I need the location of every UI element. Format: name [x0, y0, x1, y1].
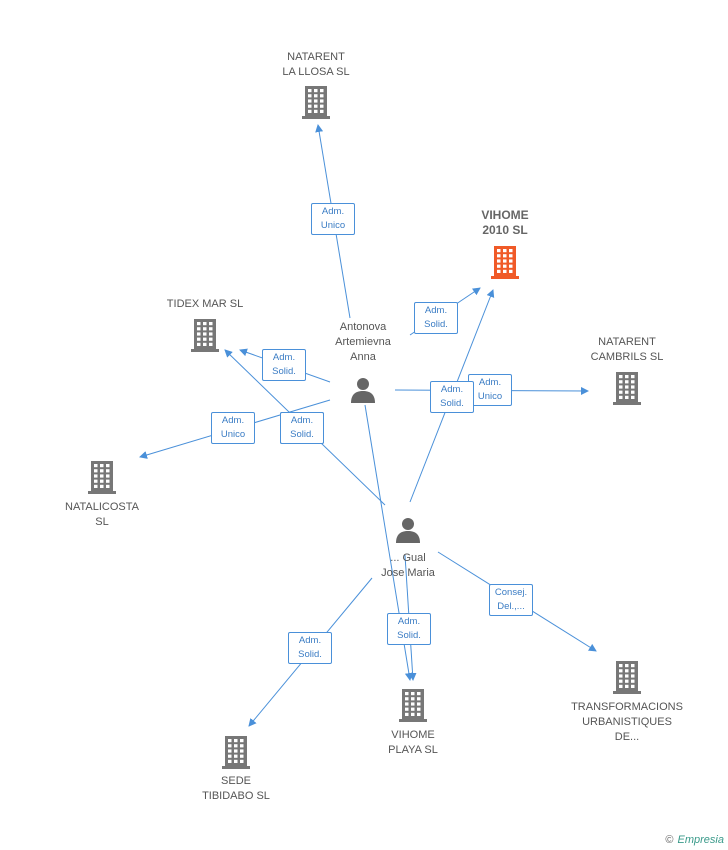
edge-label-line: Adm. — [221, 415, 245, 426]
node-label-line: SEDE — [221, 775, 251, 787]
node-label-natarent_llosa[interactable]: NATARENT LA LLOSA SL — [236, 50, 396, 80]
edge-label-line: Unico — [477, 391, 503, 402]
edge-label[interactable]: Adm. Unico — [311, 203, 355, 235]
edge-label-line: Solid. — [424, 319, 448, 330]
edge-label[interactable]: Adm. Unico — [468, 374, 512, 406]
watermark[interactable]: ©Empresia — [665, 834, 724, 846]
edge-label-line: Solid. — [272, 366, 296, 377]
node-label-line: TIDEX MAR SL — [166, 298, 244, 310]
person-icon — [351, 378, 375, 403]
node-label-line: LA LLOSA SL — [282, 66, 350, 78]
node-label-sede[interactable]: SEDE TIBIDABO SL — [156, 774, 316, 804]
node-label-line: VIHOME — [391, 729, 435, 741]
node-label-line: TIBIDABO SL — [202, 790, 270, 802]
edge-label-line: Adm. — [321, 206, 345, 217]
main-company-building-icon — [491, 246, 519, 279]
building-icon — [191, 319, 219, 352]
node-label-line: Artemievna — [335, 336, 391, 348]
node-label-line: DE... — [614, 731, 640, 743]
edge-label-line: Adm. — [298, 635, 322, 646]
node-label-line: Jose Maria — [381, 567, 435, 579]
node-natalicosta[interactable] — [88, 459, 116, 500]
node-label-line: CAMBRILS SL — [590, 351, 664, 363]
edge-label-line: Solid. — [290, 429, 314, 440]
node-label-line: TRANSFORMACIONS — [571, 701, 683, 713]
edge-label[interactable]: Adm. Solid. — [414, 302, 458, 334]
node-label-tidex[interactable]: TIDEX MAR SL — [125, 297, 285, 312]
node-transformacions[interactable] — [613, 659, 641, 700]
node-label-line: URBANISTIQUES — [582, 716, 672, 728]
edge-label[interactable]: Adm. Solid. — [262, 349, 306, 381]
edge-label[interactable]: Adm. Solid. — [288, 632, 332, 664]
node-label-transformacions[interactable]: TRANSFORMACIONS URBANISTIQUES DE... — [547, 700, 707, 745]
node-label-natarent_cambrils[interactable]: NATARENT CAMBRILS SL — [547, 335, 707, 365]
edge-label[interactable]: Consej. Del.,... — [489, 584, 533, 616]
node-natarent_cambrils[interactable] — [613, 370, 641, 411]
node-label-natalicosta[interactable]: NATALICOSTA SL — [22, 500, 182, 530]
brand-name: Empresia — [677, 834, 724, 846]
building-icon — [302, 86, 330, 119]
node-vihome_playa[interactable] — [399, 687, 427, 728]
node-label-line: ... Gual — [390, 552, 426, 564]
node-label-line: NATARENT — [598, 336, 656, 348]
node-antonova[interactable] — [349, 376, 377, 409]
edge-label-line: Adm. — [440, 384, 464, 395]
building-icon — [613, 372, 641, 405]
node-label-line: SL — [95, 516, 109, 528]
building-icon — [399, 689, 427, 722]
edge-label[interactable]: Adm. Solid. — [430, 381, 474, 413]
edge-label[interactable]: Adm. Solid. — [280, 412, 324, 444]
edge-label-line: Unico — [220, 429, 246, 440]
edge-label-line: Solid. — [298, 649, 322, 660]
building-icon — [88, 461, 116, 494]
edge-label[interactable]: Adm. Unico — [211, 412, 255, 444]
edge-label-line: Adm. — [272, 352, 296, 363]
edge-label-line: Del.,... — [497, 601, 525, 612]
node-gual[interactable] — [394, 516, 422, 549]
node-label-vihome_playa[interactable]: VIHOME PLAYA SL — [333, 728, 493, 758]
edge-label-line: Adm. — [397, 616, 421, 627]
node-label-line: Antonova — [339, 321, 387, 333]
edge-label-line: Adm. — [478, 377, 502, 388]
copyright-symbol: © — [665, 834, 674, 846]
edge-label-line: Consej. — [494, 587, 528, 598]
node-sede[interactable] — [222, 734, 250, 775]
building-icon — [222, 736, 250, 769]
node-tidex[interactable] — [191, 317, 219, 358]
node-label-line: PLAYA SL — [388, 744, 438, 756]
edge-label-line: Solid. — [397, 630, 421, 641]
node-label-line: VIHOME — [481, 208, 529, 222]
node-label-line: Anna — [350, 351, 376, 363]
edge-label-line: Adm. — [424, 305, 448, 316]
node-vihome2010[interactable] — [491, 244, 519, 285]
node-label-line: NATARENT — [287, 51, 345, 63]
edge-label-line: Unico — [320, 220, 346, 231]
person-icon — [396, 518, 420, 543]
edge-label[interactable]: Adm. Solid. — [387, 613, 431, 645]
edge-label-line: Adm. — [290, 415, 314, 426]
node-natarent_llosa[interactable] — [302, 84, 330, 125]
node-label-line: NATALICOSTA — [65, 501, 139, 513]
building-icon — [613, 661, 641, 694]
edge-label-line: Solid. — [440, 398, 464, 409]
node-label-line: 2010 SL — [482, 223, 528, 237]
